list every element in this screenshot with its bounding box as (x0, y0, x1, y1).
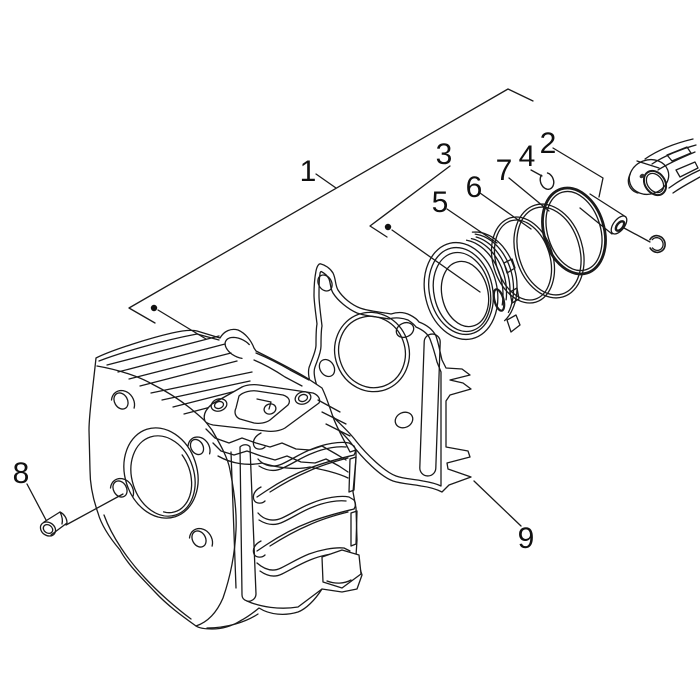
svg-text:3: 3 (436, 138, 453, 171)
svg-text:9: 9 (518, 522, 535, 555)
svg-text:5: 5 (432, 186, 449, 219)
svg-text:1: 1 (300, 155, 317, 188)
svg-text:2: 2 (540, 127, 557, 160)
svg-text:4: 4 (519, 140, 536, 173)
svg-text:8: 8 (13, 457, 30, 490)
svg-text:7: 7 (496, 154, 513, 187)
svg-text:6: 6 (466, 171, 483, 204)
